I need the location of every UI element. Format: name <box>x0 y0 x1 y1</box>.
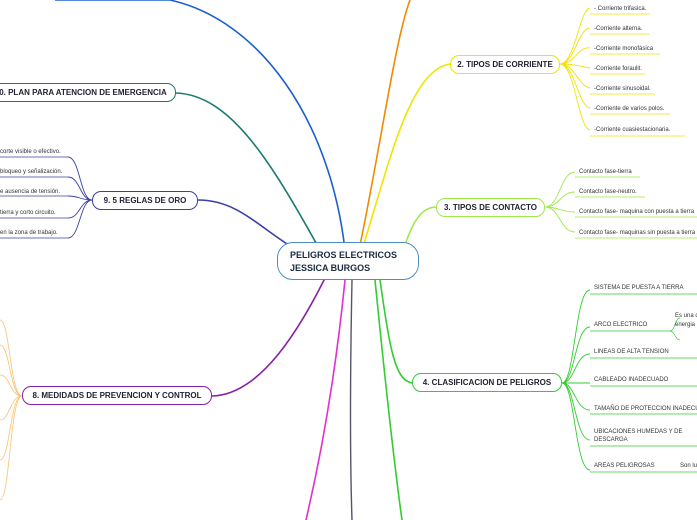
branch-medidas-prevencion-control[interactable]: 8. MEDIDADS DE PREVENCION Y CONTROL <box>22 386 212 405</box>
leaf-areas-peligrosas-detail[interactable]: Son lu <box>680 463 697 469</box>
leaf-tamano-proteccion[interactable]: TAMAÑO DE PROTECCION INADECUADA <box>594 406 697 412</box>
central-title: PELIGROS ELECTRICOS <box>290 250 398 260</box>
leaf-contacto-maquina-con-tierra[interactable]: Contacto fase- maquina con puesta a tier… <box>579 209 695 215</box>
leaf-regla-zona-trabajo[interactable]: en la zona de trabajo. <box>0 230 58 236</box>
leaf-arco-electrico[interactable]: ARCO ELECTRICO <box>594 322 648 328</box>
central-author: JESSICA BURGOS <box>290 263 371 273</box>
leaf-corriente-cuasiestacionaria[interactable]: -Corriente cuasiestacionaria. <box>594 127 671 133</box>
leaf-cableado-inadecuado[interactable]: CABLEADO INADECUADO <box>594 377 669 383</box>
branch-clasificacion-de-peligros[interactable]: 4. CLASIFICACION DE PELIGROS <box>412 373 562 392</box>
leaf-regla-tierra-corto[interactable]: tierra y corto circuito. <box>0 210 56 216</box>
leaf-corriente-trifasica[interactable]: - Corriente trifasica. <box>594 6 647 12</box>
leaf-regla-corte-visible[interactable]: corte visible o efectivo. <box>0 149 61 155</box>
leaf-sistema-puesta-tierra[interactable]: SISTEMA DE PUESTA A TIERRA <box>594 285 684 291</box>
leaf-contacto-maquina-sin-tierra[interactable]: Contacto fase- maquinas sin puesta a tie… <box>579 230 696 236</box>
branch-tipos-de-corriente[interactable]: 2. TIPOS DE CORRIENTE <box>450 55 560 74</box>
leaf-regla-bloqueo[interactable]: bloqueo y señalización. <box>0 169 63 175</box>
leaf-areas-peligrosas[interactable]: AREAS PELIGROSAS <box>594 463 655 469</box>
leaf-contacto-fase-tierra[interactable]: Contacto fase-tierra <box>579 169 632 175</box>
leaf-ubicaciones-humedas[interactable]: UBICACIONES HUMEDAS Y DE <box>594 429 683 435</box>
leaf-regla-ausencia-tension[interactable]: e ausencia de tensión. <box>0 189 61 195</box>
leaf-corriente-alterna[interactable]: -Corriente alterna. <box>594 26 643 32</box>
leaf-arco-electrico-detail-2[interactable]: energia <box>675 322 696 328</box>
leaf-lineas-alta-tension[interactable]: LINEAS DE ALTA TENSION <box>594 349 669 355</box>
leaf-arco-electrico-detail-1[interactable]: Es una d <box>675 313 697 319</box>
leaf-corriente-monofasica[interactable]: -Corriente monofásica <box>594 46 654 52</box>
leaf-corriente-sinusoidal[interactable]: -Corriente sinusoidal. <box>594 86 651 92</box>
leaf-corriente-varios-polos[interactable]: -Corriente de varios polos. <box>594 106 665 112</box>
branch-tipos-de-contacto[interactable]: 3. TIPOS DE CONTACTO <box>436 198 545 217</box>
branch-reglas-de-oro[interactable]: 9. 5 REGLAS DE ORO <box>92 191 198 210</box>
branch-plan-atencion-emergencia[interactable]: 0. PLAN PARA ATENCION DE EMERGENCIA <box>0 83 176 102</box>
central-topic[interactable]: PELIGROS ELECTRICOS JESSICA BURGOS <box>277 242 419 280</box>
leaf-ubicaciones-descarga[interactable]: DESCARGA <box>594 437 628 443</box>
leaf-corriente-foraulit[interactable]: -Corriente foraulit. <box>594 66 643 72</box>
leaf-contacto-fase-neutro[interactable]: Contacto fase-neutro. <box>579 189 637 195</box>
